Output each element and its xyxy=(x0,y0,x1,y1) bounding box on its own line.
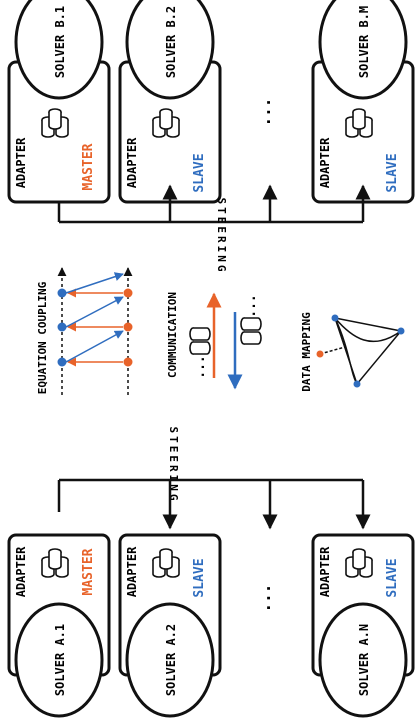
steering-bracket-bottom xyxy=(57,478,371,530)
solver-label: SOLVER A.N xyxy=(357,624,371,696)
comm-ellipsis: ... xyxy=(193,355,208,378)
communication-label: COMMUNICATION xyxy=(166,292,179,378)
solver-ellipse xyxy=(318,0,408,100)
solver-label: SOLVER A.2 xyxy=(164,624,178,696)
solver-label: SOLVER B.1 xyxy=(53,6,67,78)
solver-unit-bm: SOLVER B.M ADAPTER SLAVE xyxy=(311,0,415,204)
database-icon xyxy=(346,109,372,137)
equation-coupling-label: EQUATION COUPLING xyxy=(36,281,49,394)
role-label: MASTER xyxy=(81,548,96,595)
data-mapping-graphic xyxy=(316,314,405,388)
role-label: SLAVE xyxy=(192,558,207,597)
top-solver-group: SOLVER B.1 ADAPTER MASTER SOLVER B.2 ADA… xyxy=(7,0,415,275)
solver-label: SOLVER A.1 xyxy=(53,624,67,696)
database-icon xyxy=(153,549,179,577)
adapter-label: ADAPTER xyxy=(318,137,332,188)
solver-ellipse xyxy=(125,0,215,100)
adapter-label: ADAPTER xyxy=(318,546,332,597)
adapter-label: ADAPTER xyxy=(125,137,139,188)
comm-ellipsis: ... xyxy=(244,294,259,317)
node-dot xyxy=(316,350,324,358)
steering-label: STEERING xyxy=(215,198,228,275)
node-dot xyxy=(123,288,133,298)
ellipsis: ... xyxy=(255,98,274,127)
node-dot xyxy=(57,322,67,332)
node-dot xyxy=(57,357,67,367)
middle-section: EQUATION COUPLING COMMUNICATION xyxy=(36,267,405,395)
equation-coupling-graphic xyxy=(57,267,133,395)
solver-ellipse xyxy=(14,0,104,100)
solver-unit-b2: SOLVER B.2 ADAPTER SLAVE xyxy=(118,0,222,204)
solver-ellipse xyxy=(318,602,408,718)
node-dot xyxy=(397,327,405,335)
database-icon xyxy=(42,549,68,577)
database-icon xyxy=(42,109,68,137)
solver-ellipse xyxy=(14,602,104,718)
adapter-label: ADAPTER xyxy=(14,546,28,597)
role-label: SLAVE xyxy=(385,153,400,192)
node-dot xyxy=(123,357,133,367)
node-dot xyxy=(353,380,361,388)
role-label: MASTER xyxy=(81,143,96,190)
communication-graphic: ... ... xyxy=(189,292,262,390)
database-icon xyxy=(189,327,211,355)
database-icon xyxy=(346,549,372,577)
bottom-solver-group: STEERING SOLVER A.1 ADAPTER MASTER SOLVE… xyxy=(7,427,415,718)
database-icon xyxy=(153,109,179,137)
node-dot xyxy=(123,322,133,332)
solver-label: SOLVER B.2 xyxy=(164,6,178,78)
role-label: SLAVE xyxy=(385,558,400,597)
database-icon xyxy=(240,317,262,345)
node-dot xyxy=(331,314,339,322)
adapter-label: ADAPTER xyxy=(14,137,28,188)
solver-unit-a1: SOLVER A.1 ADAPTER MASTER xyxy=(7,533,111,718)
ellipsis: ... xyxy=(255,584,274,613)
steering-bracket-top xyxy=(57,184,371,224)
solver-unit-b1: SOLVER B.1 ADAPTER MASTER xyxy=(7,0,111,204)
node-dot xyxy=(57,288,67,298)
solver-unit-an: SOLVER A.N ADAPTER SLAVE xyxy=(311,533,415,718)
solver-label: SOLVER B.M xyxy=(357,6,371,78)
adapter-label: ADAPTER xyxy=(125,546,139,597)
solver-ellipse xyxy=(125,602,215,718)
role-label: SLAVE xyxy=(192,153,207,192)
solver-unit-a2: SOLVER A.2 ADAPTER SLAVE xyxy=(118,533,222,718)
data-mapping-label: DATA MAPPING xyxy=(300,312,313,392)
